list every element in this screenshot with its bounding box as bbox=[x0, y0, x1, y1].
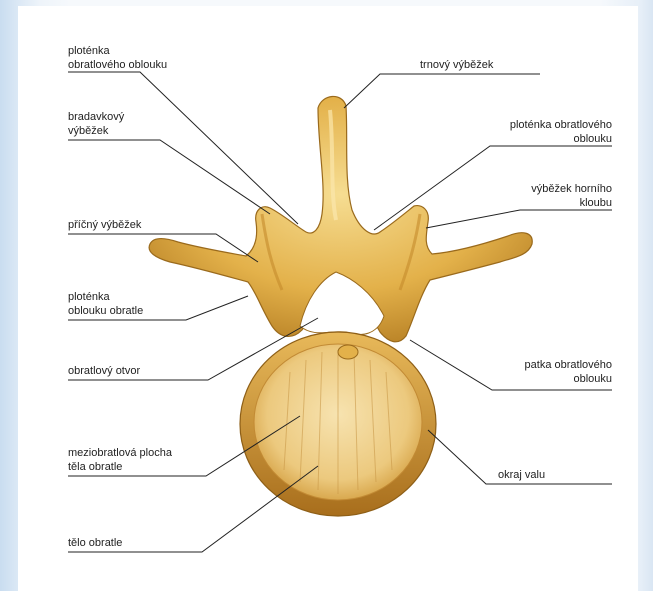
label-rim: okraj valu bbox=[498, 468, 545, 482]
label-transverse-process: příčný výběžek bbox=[68, 218, 141, 232]
label-mammillary-process: bradavkový výběžek bbox=[68, 110, 124, 138]
label-lamina-lower-left: ploténka oblouku obratle bbox=[68, 290, 143, 318]
label-intervertebral-surface: meziobratlová plocha těla obratle bbox=[68, 446, 172, 474]
label-spinous-process: trnový výběžek bbox=[420, 58, 493, 72]
label-superior-articular-process: výběžek horního kloubu bbox=[480, 182, 612, 210]
label-vertebral-foramen: obratlový otvor bbox=[68, 364, 140, 378]
label-pedicle: patka obratlového oblouku bbox=[480, 358, 612, 386]
label-vertebral-body: tělo obratle bbox=[68, 536, 122, 550]
label-lamina-top-left: ploténka obratlového oblouku bbox=[68, 44, 167, 72]
label-lamina-right: ploténka obratlového oblouku bbox=[460, 118, 612, 146]
vertebral-body bbox=[240, 332, 436, 516]
